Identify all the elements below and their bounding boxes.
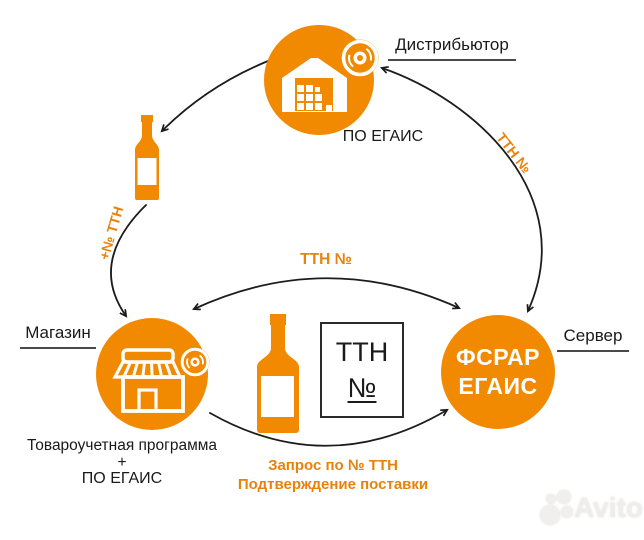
avito-logo-dot [540,505,560,525]
shop-sublabel: Товароучетная программа + ПО ЕГАИС [14,437,230,488]
ttn-box-line1: ТТН [335,336,389,367]
flow-label-bottom: Запрос по № ТТН Подтверждение поставки [233,456,433,494]
server-circle-text: ФСРАР ЕГАИС [441,315,555,429]
ttn-box-line2: № [347,372,377,403]
bottle-icon [135,115,159,200]
bottle-icon [257,314,299,433]
distributor-sublabel: ПО ЕГАИС [342,128,424,145]
warehouse-icon [282,58,347,112]
avito-logo-dot [546,494,556,504]
server-label: Сервер [557,326,629,352]
shop-sublabel-line1: Товароучетная программа [27,437,217,454]
server-circle [441,315,555,429]
distributor-label: Дистрибьютор [388,35,516,61]
storefront-icon [112,348,185,413]
flow-label-bottom-line1: Запрос по № ТТН [268,457,398,474]
arrow-shop-server-bidirectional [194,277,459,309]
arrow-distributor-to-bottle [162,60,269,131]
shop-sublabel-line3: ПО ЕГАИС [81,470,163,487]
arrow-bottle-to-shop [110,204,147,316]
arrow-server-distributor-bidirectional [382,68,543,311]
flow-label-middle: ТТН № [300,251,352,268]
avito-logo-dot [561,506,573,518]
avito-logo-dot [557,490,571,504]
server-text-line1: ФСРАР [455,344,540,370]
flow-label-bottom-line2: Подтверждение поставки [237,476,429,493]
shop-label: Магазин [20,323,96,349]
arrow-shop-to-server-bottom [209,410,447,447]
shop-sublabel-line2: + [117,453,127,471]
disc-icon [180,347,210,377]
server-text-line2: ЕГАИС [458,373,538,399]
avito-watermark: Avito [536,486,644,534]
ttn-document-box: ТТН № [320,322,404,418]
avito-watermark-text: Avito [574,492,643,523]
disc-icon [341,39,379,77]
